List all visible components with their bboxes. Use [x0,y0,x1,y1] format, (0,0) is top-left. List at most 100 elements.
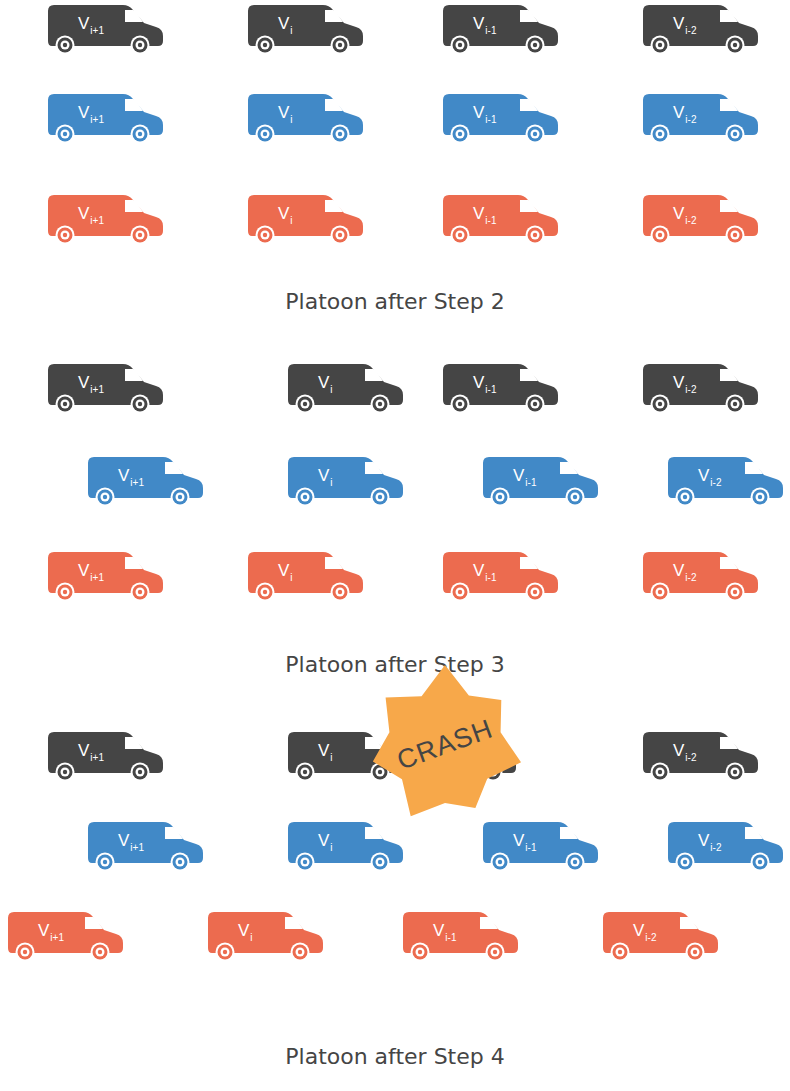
vehicle-label: V [78,103,89,123]
wheel [173,490,188,505]
wheel [58,585,73,600]
wheel-hub [658,43,662,47]
van-label-group: Vi-2 [633,921,656,941]
wheel-hub [533,233,537,237]
van-window [520,99,538,111]
wheel-hub [263,233,267,237]
wheel-arch [726,36,745,55]
wheel [568,490,583,505]
wheel-hub [573,860,577,864]
wheel [653,38,668,53]
van-label-group: Vi [278,103,293,123]
van-label-group: Vi+1 [78,103,104,123]
vehicle-label: V [78,204,89,224]
van: Vi+1 [45,362,165,414]
vehicle-index: i+1 [90,25,104,36]
wheel-hub [683,860,687,864]
vehicle-label: V [673,741,684,761]
wheel-hub [263,132,267,136]
wheel-arch [371,395,390,414]
van-label-group: Vi [318,741,333,761]
van-shape [245,550,365,602]
van: Vi-1 [440,362,560,414]
wheel-hub [683,495,687,499]
wheel-rim [136,231,145,240]
vehicle-label: V [513,831,524,851]
vehicle-index: i+1 [90,572,104,583]
wheel [58,38,73,53]
wheel-rim [456,130,465,139]
van-label-group: Vi-1 [433,921,456,941]
caption: Platoon after Step 4 [0,1043,790,1071]
wheel-rim [301,493,310,502]
wheel-rim [731,768,740,777]
wheel-arch [96,488,115,507]
wheel-rim [456,400,465,409]
wheel-arch [256,583,275,602]
wheel-hub [63,770,67,774]
wheel [678,855,693,870]
van-shape [640,92,760,144]
wheel-rim [336,588,345,597]
wheel-arch [291,943,310,962]
van: Vi-2 [665,455,785,507]
van-shape [640,362,760,414]
van-label-group: Vi-1 [473,204,496,224]
van-label-group: Vi [318,373,333,393]
vehicle-index: i-1 [525,842,536,853]
vehicle-index: i-1 [485,215,496,226]
wheel-hub [458,132,462,136]
wheel-rim [336,130,345,139]
wheel-arch [676,488,695,507]
wheel [298,490,313,505]
van-shape [45,193,165,245]
vehicle-index: i-1 [485,572,496,583]
wheel-rim [731,41,740,50]
wheel-hub [138,770,142,774]
wheel-rim [656,588,665,597]
wheel-arch [526,36,545,55]
wheel-hub [658,590,662,594]
van-shape [640,193,760,245]
van-window [165,827,183,839]
wheel-rim [531,130,540,139]
wheel-rim [731,130,740,139]
wheel-hub [63,590,67,594]
van-window [365,369,383,381]
wheel-rim [101,858,110,867]
wheel-rim [656,130,665,139]
van-window [720,99,738,111]
van-shape [400,910,520,962]
van: Vi [245,92,365,144]
van-label-group: Vi+1 [78,561,104,581]
van-shape [85,455,205,507]
van-window [745,827,763,839]
wheel-arch [131,36,150,55]
van: Vi-2 [640,92,760,144]
wheel-rim [731,231,740,240]
wheel [728,228,743,243]
vehicle-label: V [78,741,89,761]
wheel-arch [56,36,75,55]
wheel-arch [491,853,510,872]
wheel-rim [301,768,310,777]
van-label-group: Vi [318,466,333,486]
wheel-arch [451,395,470,414]
wheel-hub [658,132,662,136]
van-shape [5,910,125,962]
wheel [333,127,348,142]
wheel-rim [376,768,385,777]
vehicle-label: V [38,921,49,941]
van: Vi+1 [45,3,165,55]
wheel [333,228,348,243]
wheel-rim [176,493,185,502]
van-shape [45,550,165,602]
vehicle-label: V [318,373,329,393]
wheel [728,127,743,142]
wheel-arch [651,583,670,602]
van: Vi-1 [480,455,600,507]
van-shape [285,362,405,414]
wheel [133,228,148,243]
wheel-arch [411,943,430,962]
